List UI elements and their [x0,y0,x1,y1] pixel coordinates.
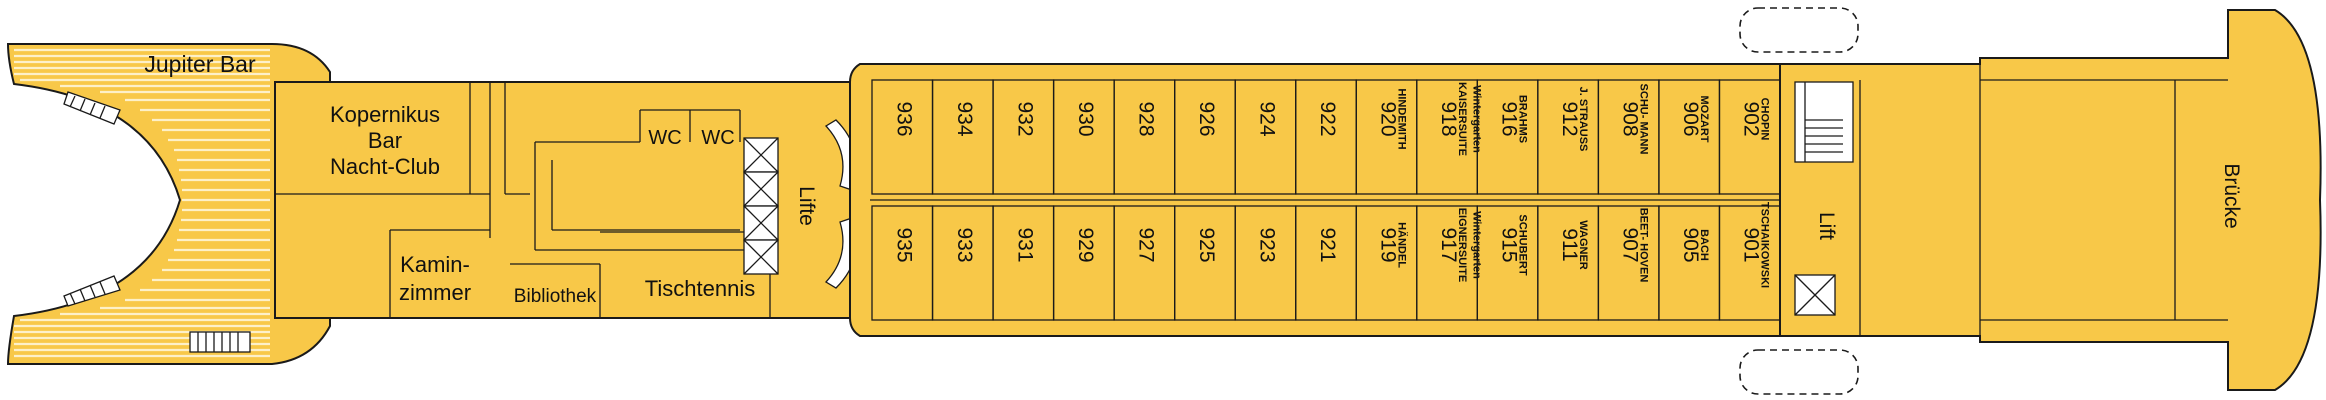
cabin-name: SCHUBERT [1517,214,1529,275]
cabin-name: KAISERSUITE [1456,82,1468,156]
cabin-number: 919 [1377,227,1400,262]
cabin-name: CHOPIN [1759,98,1771,141]
svg-text:Bar: Bar [368,128,402,153]
cabin-number: 922 [1316,101,1339,136]
cabin-number: 923 [1255,227,1278,262]
cabin-number: 935 [892,227,915,262]
cabin-number: 908 [1619,101,1642,136]
cabin-number: 924 [1255,101,1278,136]
aft-grille [189,331,251,353]
cabin-name: WAGNER [1577,220,1589,270]
cabin-number: 916 [1498,101,1521,136]
tischtennis-label: Tischtennis [645,276,755,301]
cabin-number: 912 [1558,101,1581,136]
cabin-number: 905 [1679,227,1702,262]
wc-label-2: WC [701,127,734,149]
cabin-name: BEET- HOVEN [1638,208,1650,283]
lifte-shafts [743,137,779,275]
cabin-number: 934 [953,101,976,136]
forward-deck-outline [1779,9,2322,391]
cabin-number: 918 [1437,101,1460,136]
kaminzimmer-label: Kamin- zimmer [399,252,471,305]
cabin-number: 906 [1679,101,1702,136]
cabin-number: 933 [953,227,976,262]
svg-text:Nacht-Club: Nacht-Club [330,154,440,179]
lifte-label: Lifte [795,186,818,226]
aft-deck-stripes [14,48,270,358]
cabin-number: 911 [1558,228,1581,261]
svg-text:zimmer: zimmer [399,280,471,305]
svg-text:Kamin-: Kamin- [400,252,470,277]
bruecke-label: Brücke [2220,163,2243,228]
cabin-name: TSCHAIKOWSKI [1759,202,1771,288]
cabin-number: 921 [1316,227,1339,262]
cabin-wintergarten: Wintergarten [1470,211,1482,279]
cabin-name: BACH [1698,229,1710,261]
bibliothek-label: Bibliothek [514,286,597,307]
cabin-number: 920 [1377,101,1400,136]
cabin-name: MOZART [1698,95,1710,142]
lifeboat-bottom [1739,349,1859,395]
cabin-number: 930 [1074,101,1097,136]
cabin-number: 907 [1619,227,1642,262]
cabin-number: 917 [1437,227,1460,262]
wc-label-1: WC [648,127,681,149]
cabin-number: 936 [892,101,915,136]
cabin-name: J. STRAUSS [1577,87,1589,152]
forward-lift-shaft [1794,274,1836,316]
svg-text:Kopernikus: Kopernikus [330,102,440,127]
lifeboat-top [1739,7,1859,53]
cabin-number: 901 [1740,227,1763,262]
cabin-name: HINDEMITH [1396,88,1408,149]
cabin-number: 927 [1134,227,1157,262]
jupiter-bar-label: Jupiter Bar [144,51,256,77]
forward-stairs [1794,81,1854,163]
cabin-name: SCHU- MANN [1638,84,1650,155]
cabin-number: 926 [1195,101,1218,136]
cabin-number: 925 [1195,227,1218,262]
lift-label: Lift [1815,212,1838,240]
cabin-number: 928 [1134,101,1157,136]
midship-rooms [274,82,771,318]
aft-stairs-top [63,91,121,125]
cabin-wintergarten: Wintergarten [1470,85,1482,153]
cabin-number: 929 [1074,227,1097,262]
cabin-number: 931 [1013,227,1036,262]
forward-rooms [1779,64,2228,336]
aft-stairs-bottom [63,275,121,307]
cabin-name: BRAHMS [1517,95,1529,143]
cabin-name: HÄNDEL [1396,222,1409,268]
cabin-number: 902 [1740,101,1763,136]
cabin-name: EIGNERSUITE [1456,208,1468,283]
cabin-number: 915 [1498,227,1521,262]
cabin-number: 932 [1013,101,1036,136]
kopernikus-label: Kopernikus Bar Nacht-Club [330,102,440,179]
